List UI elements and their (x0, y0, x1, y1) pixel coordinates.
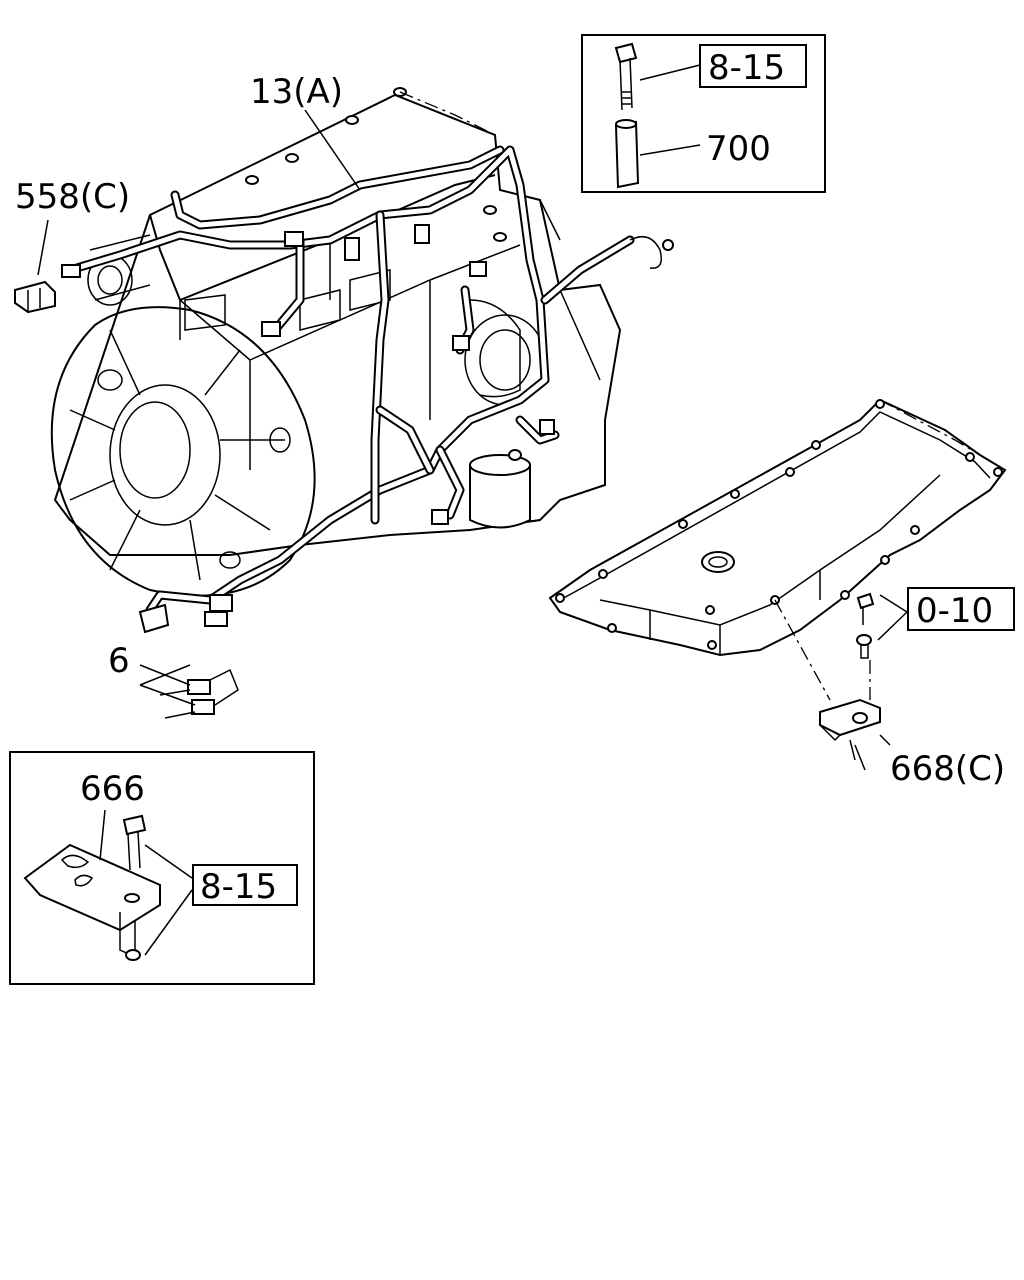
callout-ref-0-10: 0-10 (916, 591, 993, 631)
oil-pan (548, 398, 1007, 657)
starter-motor (469, 449, 531, 529)
callout-connector-558: 558(C) (15, 177, 130, 217)
callout-harness: 13(A) (250, 72, 343, 112)
ref-box-0-10 (907, 587, 1015, 631)
cooling-fan (50, 306, 316, 597)
bracket-668-part (774, 592, 881, 742)
callout-bracket-666: 666 (80, 769, 145, 809)
connector-6-part (159, 668, 239, 719)
callout-bracket-668: 668(C) (890, 749, 1005, 789)
inset-bottom: 666 8-15 (9, 751, 315, 985)
inset-top: 8-15 700 (581, 34, 826, 193)
connector-558-part (14, 280, 56, 314)
leader-lines (37, 109, 908, 771)
inset-top-part-label: 700 (706, 129, 771, 169)
inset-top-ref-box (699, 44, 807, 88)
cylinder-head-bolts (245, 87, 507, 242)
inset-bottom-ref-label: 8-15 (200, 867, 277, 907)
callout-connector-6: 6 (108, 641, 130, 681)
oil-pan-bolt-holes (555, 399, 1003, 650)
inset-top-ref-label: 8-15 (708, 48, 785, 88)
wiring-harness (61, 145, 674, 634)
inset-bottom-ref-box (192, 864, 298, 906)
